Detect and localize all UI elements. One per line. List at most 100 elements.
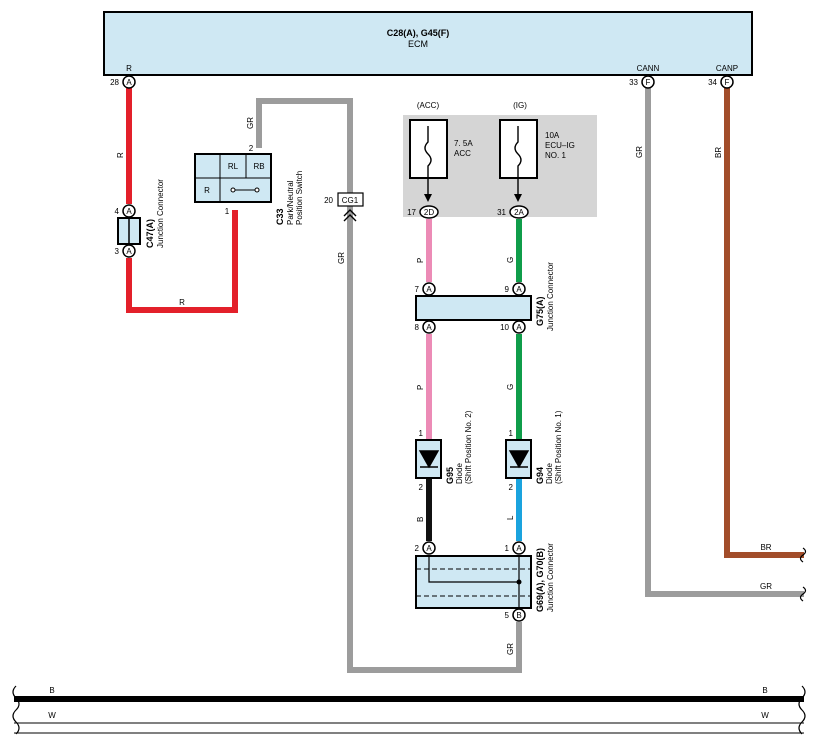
svg-text:7: 7 bbox=[415, 285, 420, 294]
g94-pin-bottom: 2 bbox=[509, 483, 514, 492]
svg-text:33: 33 bbox=[629, 78, 638, 87]
g94-pin-top: 1 bbox=[509, 429, 514, 438]
svg-text:3: 3 bbox=[115, 247, 120, 256]
ecm-pin-34: F 34 bbox=[708, 75, 734, 89]
g95-desc1: Diode bbox=[455, 463, 464, 484]
svg-text:8: 8 bbox=[415, 323, 420, 332]
c33-desc2: Position Switch bbox=[295, 171, 304, 225]
label-br-canp: BR bbox=[714, 147, 723, 158]
fuse-ig-rating: 10A bbox=[545, 131, 560, 140]
svg-text:2: 2 bbox=[415, 544, 420, 553]
ecm-id: C28(A), G45(F) bbox=[387, 28, 450, 38]
g75-desc: Junction Connector bbox=[546, 262, 555, 331]
wire-brown-canp bbox=[724, 88, 804, 558]
label-b-diode: B bbox=[416, 517, 425, 522]
g69-pin-5: B 5 bbox=[505, 608, 526, 622]
svg-text:F: F bbox=[646, 78, 651, 87]
c33-cell-rl: RL bbox=[228, 162, 239, 171]
cg1-box bbox=[337, 192, 364, 207]
svg-text:A: A bbox=[516, 323, 522, 332]
cg1-num: 20 bbox=[324, 196, 333, 205]
g69-pin-1: A 1 bbox=[505, 541, 526, 555]
fuse-ig-name1: ECU–IG bbox=[545, 141, 575, 150]
label-gr-cann: GR bbox=[635, 146, 644, 158]
g69-pin-2: A 2 bbox=[415, 541, 436, 555]
label-gr-c33: GR bbox=[246, 117, 255, 129]
c33-pin-top: 2 bbox=[249, 144, 254, 153]
g95-pin-bottom: 2 bbox=[419, 483, 424, 492]
ecm-pin-cann-signal: CANN bbox=[637, 64, 660, 73]
g69-junction-dot bbox=[516, 579, 522, 585]
fuse-ig-symbol bbox=[514, 126, 522, 196]
svg-text:34: 34 bbox=[708, 78, 717, 87]
svg-text:A: A bbox=[126, 78, 132, 87]
svg-text:A: A bbox=[426, 323, 432, 332]
c33-desc1: Park/Neutral bbox=[286, 180, 295, 225]
svg-text:A: A bbox=[516, 285, 522, 294]
c47-id: C47(A) bbox=[145, 219, 155, 248]
ecm-pin-r-signal: R bbox=[126, 64, 132, 73]
label-bus-b-right: B bbox=[762, 686, 767, 695]
fuse-acc-pin: 2D 17 bbox=[407, 205, 439, 219]
fuse-ig-header: (IG) bbox=[513, 101, 527, 110]
c47-pin-top: A 4 bbox=[115, 204, 136, 218]
ecm-pin-28: A 28 bbox=[110, 75, 136, 89]
g75-pin-8: A 8 bbox=[415, 320, 436, 334]
svg-text:28: 28 bbox=[110, 78, 119, 87]
ecm-name: ECM bbox=[408, 39, 428, 49]
svg-text:A: A bbox=[426, 285, 432, 294]
fuse-ig-pin: 2A 31 bbox=[497, 205, 529, 219]
label-g-2: G bbox=[506, 384, 515, 390]
g75-pin-7: A 7 bbox=[415, 282, 436, 296]
g75-pin-10: A 10 bbox=[500, 320, 526, 334]
label-l-diode: L bbox=[506, 515, 515, 520]
g94-desc2: (Shift Position No. 1) bbox=[554, 410, 563, 484]
cg1-chevron bbox=[343, 209, 357, 222]
fuse-acc-rating: 7. 5A bbox=[454, 139, 473, 148]
fuse-acc-symbol bbox=[424, 126, 432, 196]
g94-id: G94 bbox=[535, 467, 545, 484]
svg-text:A: A bbox=[126, 207, 132, 216]
svg-text:10: 10 bbox=[500, 323, 509, 332]
label-p-2: P bbox=[416, 385, 425, 390]
svg-text:17: 17 bbox=[407, 208, 416, 217]
cg1-label: CG1 bbox=[342, 196, 359, 205]
c47-pin-bottom: A 3 bbox=[115, 244, 136, 258]
c33-pin-bottom: 1 bbox=[225, 207, 230, 216]
c33-cell-r: R bbox=[204, 186, 210, 195]
svg-text:F: F bbox=[725, 78, 730, 87]
g95-id: G95 bbox=[445, 467, 455, 484]
svg-text:B: B bbox=[516, 611, 521, 620]
svg-text:A: A bbox=[426, 544, 432, 553]
g69-id: G69(A), G70(B) bbox=[535, 548, 545, 612]
wire-red bbox=[126, 88, 238, 313]
ecm-pin-canp-signal: CANP bbox=[716, 64, 738, 73]
bus-break-left bbox=[12, 685, 20, 735]
wire-break-gray bbox=[799, 586, 807, 602]
fuse-acc-arrow bbox=[424, 194, 432, 202]
g94-desc1: Diode bbox=[545, 463, 554, 484]
ecm-box bbox=[103, 11, 753, 76]
svg-text:2D: 2D bbox=[424, 208, 434, 217]
c33-id: C33 bbox=[275, 208, 285, 225]
svg-text:5: 5 bbox=[505, 611, 510, 620]
label-bus-b-left: B bbox=[49, 686, 54, 695]
g75-box bbox=[415, 295, 532, 321]
fuse-ig-name2: NO. 1 bbox=[545, 151, 566, 160]
g75-pin-9: A 9 bbox=[505, 282, 526, 296]
svg-text:4: 4 bbox=[115, 207, 120, 216]
c33-switch-contact bbox=[230, 187, 260, 193]
g95-desc2: (Shift Position No. 2) bbox=[464, 410, 473, 484]
label-gr-cann-right: GR bbox=[760, 582, 772, 591]
g69-desc: Junction Connector bbox=[546, 543, 555, 612]
g95-pin-top: 1 bbox=[419, 429, 424, 438]
label-r-2: R bbox=[179, 298, 185, 307]
svg-text:A: A bbox=[126, 247, 132, 256]
label-gr-g69: GR bbox=[506, 643, 515, 655]
svg-text:1: 1 bbox=[505, 544, 510, 553]
svg-text:2A: 2A bbox=[514, 208, 524, 217]
fuse-acc-name: ACC bbox=[454, 149, 471, 158]
c47-desc: Junction Connector bbox=[156, 179, 165, 248]
label-gr-cg1: GR bbox=[337, 252, 346, 264]
